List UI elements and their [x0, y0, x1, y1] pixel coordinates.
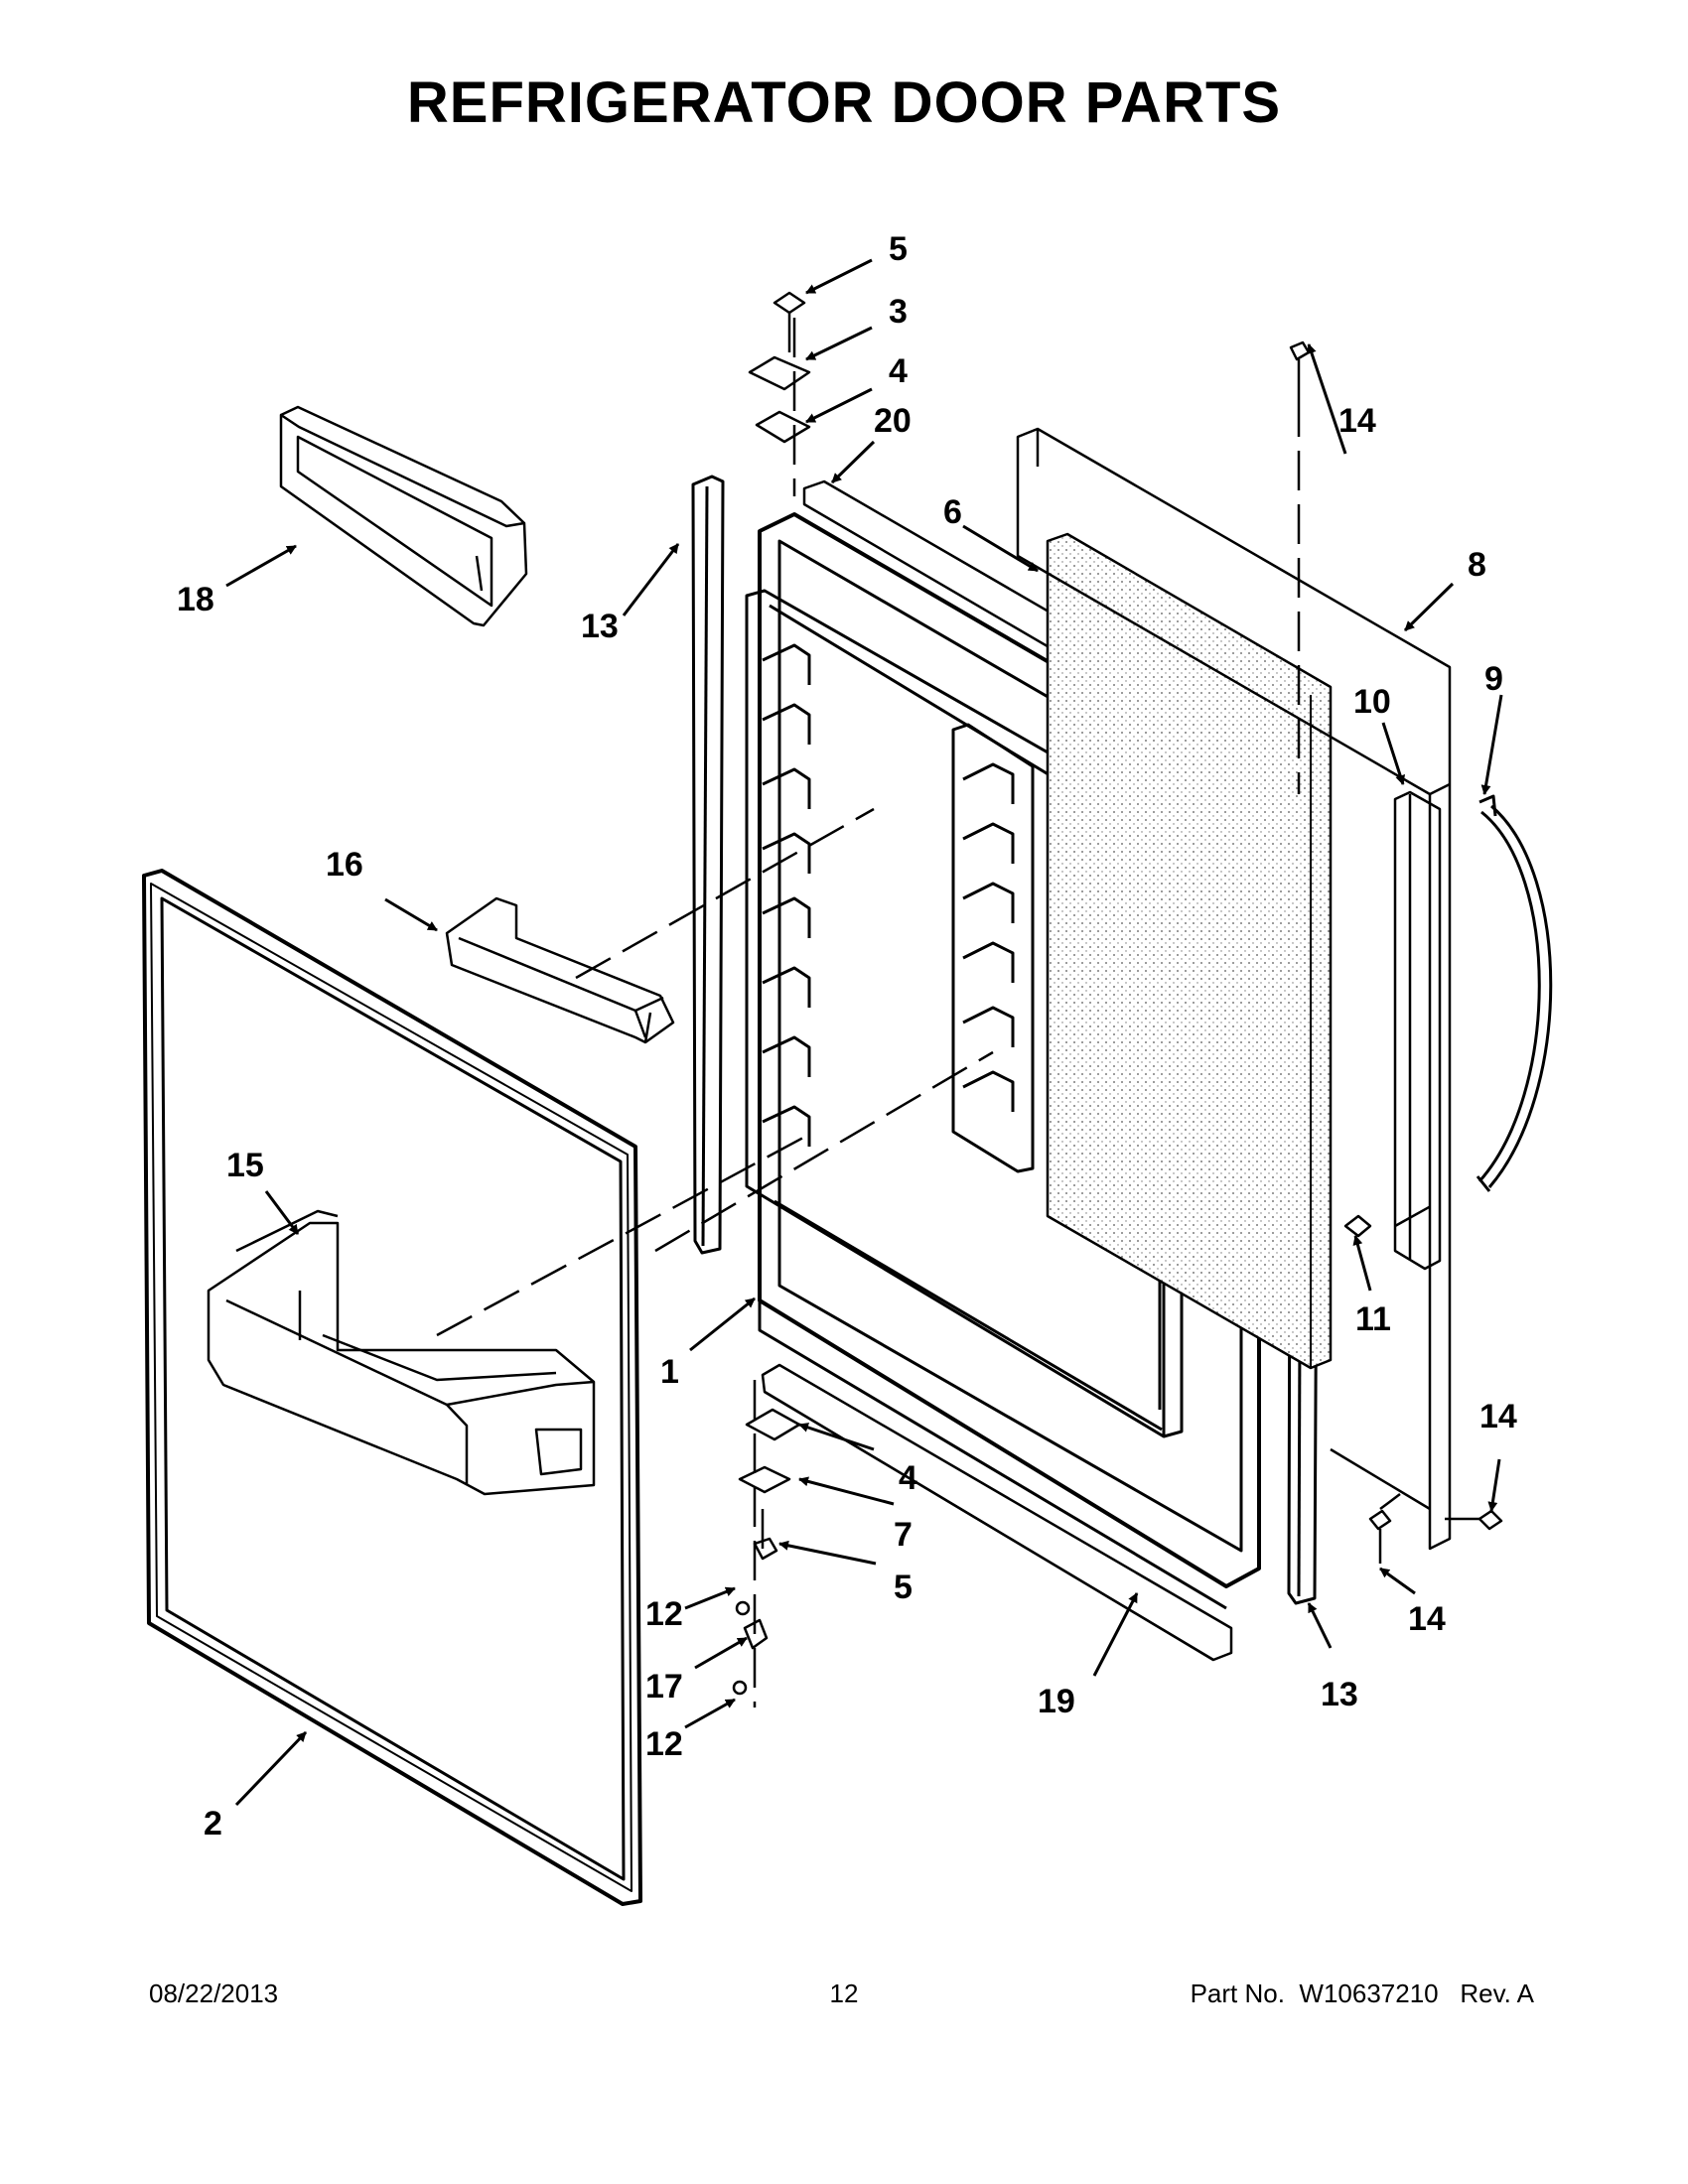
handle-bracket-part: [1393, 790, 1442, 1271]
part-number: W10637210: [1299, 1979, 1439, 2008]
callout-9: 9: [1484, 660, 1503, 698]
footer-date: 08/22/2013: [149, 1979, 279, 2008]
door-handle-part: [1476, 794, 1553, 1192]
callout-15: 15: [226, 1147, 264, 1184]
bottom-hinge-hardware: [732, 1408, 801, 1696]
callout-7: 7: [894, 1516, 913, 1554]
outer-door-panel-part: [1016, 427, 1452, 1551]
callout-5-top: 5: [889, 230, 908, 268]
door-bin-small-part: [445, 896, 675, 1044]
callout-14-bottom: 14: [1408, 1600, 1446, 1638]
callout-6: 6: [943, 493, 962, 531]
callout-18: 18: [177, 581, 214, 618]
callout-5-bottom: 5: [894, 1569, 913, 1606]
callout-19: 19: [1038, 1683, 1075, 1720]
callout-14-top: 14: [1338, 402, 1376, 440]
callout-labels: 5 3 4 20 6 14 8 9 10 11 14 14 13 19 4 7 …: [177, 230, 1517, 1843]
alignment-lines: [436, 318, 1479, 1707]
callout-20: 20: [874, 402, 912, 440]
callout-17: 17: [645, 1668, 683, 1706]
page-title: REFRIGERATOR DOOR PARTS: [406, 70, 1282, 135]
footer-page-number: 12: [829, 1979, 859, 2008]
callout-2: 2: [204, 1805, 222, 1843]
callout-13-left: 13: [581, 608, 619, 645]
side-trim-left-part: [691, 475, 725, 1255]
callout-10: 10: [1353, 683, 1391, 721]
screws-right: [1289, 341, 1503, 1564]
part-number-label: Part No.: [1190, 1979, 1285, 2008]
callout-8: 8: [1468, 546, 1486, 584]
top-hinge-hardware: [748, 291, 811, 444]
insulation-pad-part: [1046, 532, 1333, 1370]
door-gasket-part: [142, 869, 642, 1906]
callout-12-bottom: 12: [645, 1725, 683, 1763]
dairy-bin-part: [279, 405, 528, 627]
door-bin-large-part: [207, 1209, 596, 1496]
callout-3: 3: [889, 293, 908, 331]
footer-part-info: Part No. W10637210 Rev. A: [1191, 1979, 1534, 2009]
callout-arrows: [225, 258, 1503, 1807]
callout-14-right: 14: [1479, 1398, 1517, 1435]
callout-12-top: 12: [645, 1595, 683, 1633]
callout-13-right: 13: [1321, 1676, 1358, 1713]
callout-1: 1: [660, 1353, 679, 1391]
callout-4-top: 4: [889, 352, 908, 390]
callout-4-bottom: 4: [899, 1459, 917, 1497]
revision: Rev. A: [1460, 1979, 1534, 2008]
callout-16: 16: [326, 846, 363, 884]
callout-11: 11: [1355, 1300, 1391, 1338]
